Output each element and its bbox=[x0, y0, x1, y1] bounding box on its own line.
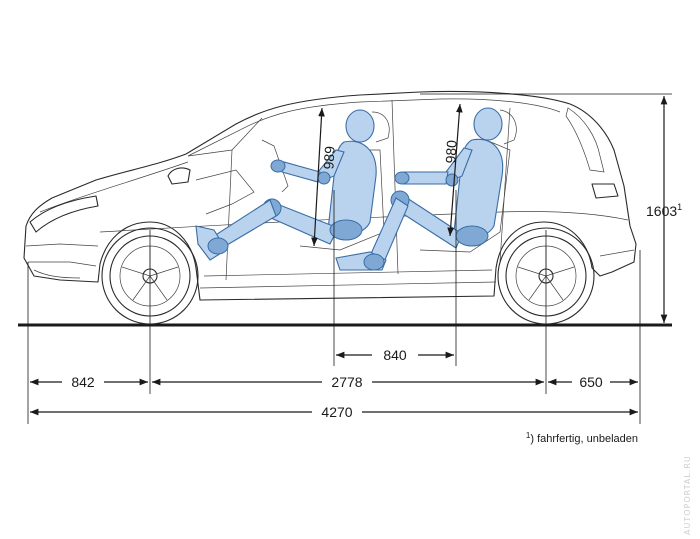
footnote: 1) fahrfertig, unbeladen bbox=[526, 431, 638, 445]
car-outline bbox=[23, 90, 637, 301]
rear-overhang-label: 650 bbox=[579, 374, 603, 390]
front-headroom-label: 989 bbox=[320, 145, 337, 169]
rear-headroom-dimension: 980 bbox=[442, 103, 463, 237]
length-breakdown-dimension: 842 2778 650 bbox=[30, 374, 638, 390]
wheelbase-label: 2778 bbox=[331, 374, 362, 390]
front-headroom-dimension: 989 bbox=[311, 107, 338, 247]
rear-headroom-label: 980 bbox=[442, 139, 459, 163]
extension-lines bbox=[27, 190, 641, 424]
seat-spacing-label: 840 bbox=[383, 347, 407, 363]
front-occupant-figure bbox=[195, 109, 390, 261]
overall-length-label: 4270 bbox=[321, 404, 352, 420]
height-dimension: 16031 bbox=[420, 93, 682, 323]
watermark: AUTOPORTAL.RU bbox=[683, 455, 692, 535]
rear-occupant-figure bbox=[335, 107, 517, 271]
front-overhang-label: 842 bbox=[71, 374, 95, 390]
height-label: 16031 bbox=[646, 202, 682, 219]
seat-spacing-dimension: 840 bbox=[336, 347, 454, 363]
overall-length-dimension: 4270 bbox=[30, 404, 638, 420]
